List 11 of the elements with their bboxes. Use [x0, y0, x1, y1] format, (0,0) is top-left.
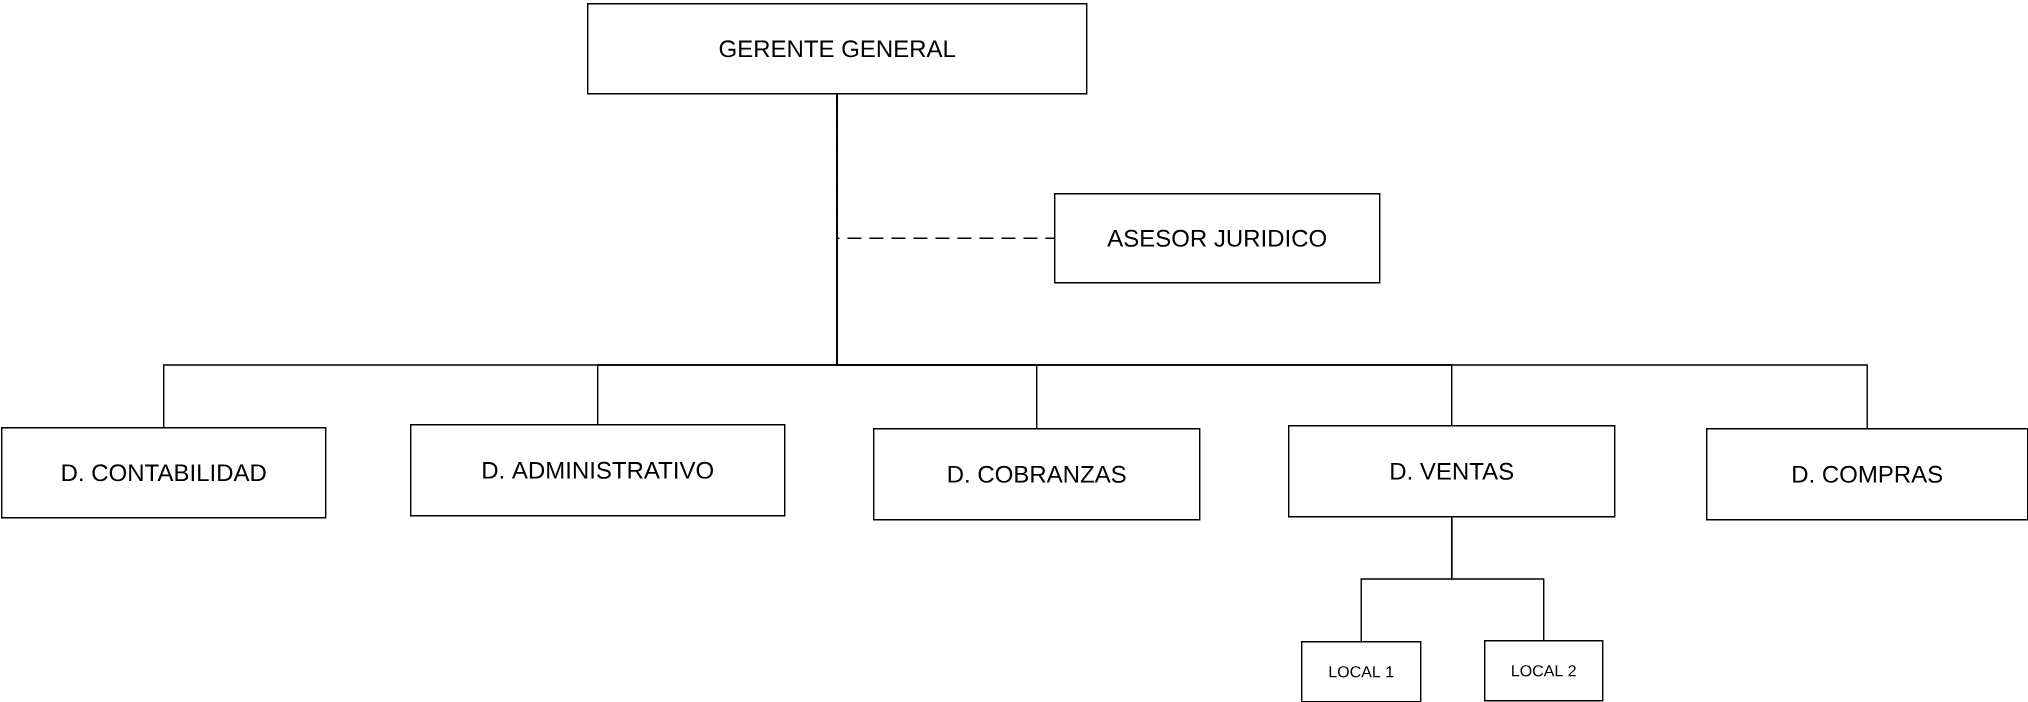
org-box: GERENTE GENERAL: [587, 3, 1088, 95]
org-box: D. COMPRAS: [1706, 428, 2028, 521]
connector-line: [836, 93, 1868, 429]
org-box: D. ADMINISTRATIVO: [410, 424, 786, 517]
org-box: ASESOR JURIDICO: [1054, 193, 1381, 284]
org-box: D. CONTABILIDAD: [1, 427, 327, 519]
org-box: D. VENTAS: [1288, 425, 1616, 518]
org-box: LOCAL 1: [1301, 641, 1422, 702]
org-box: LOCAL 2: [1484, 640, 1604, 702]
org-box: D. COBRANZAS: [873, 428, 1201, 521]
connector-line: [1451, 516, 1545, 641]
